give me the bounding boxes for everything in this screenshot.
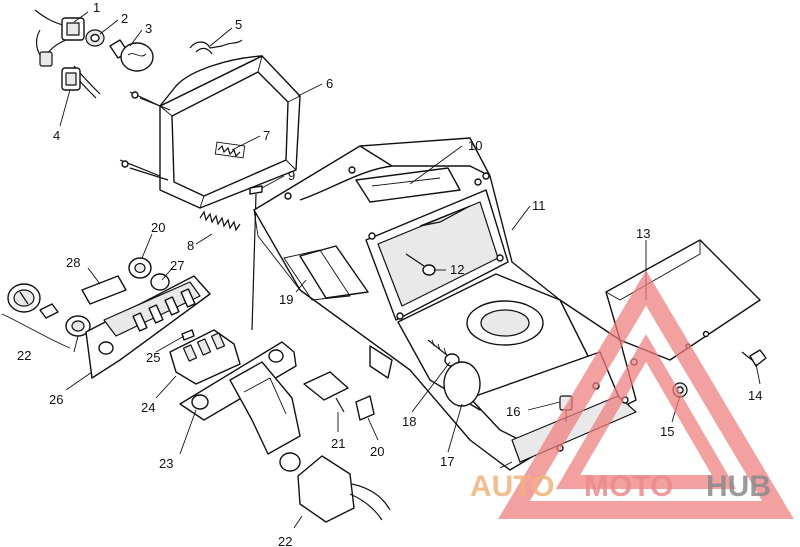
- lens-17: [443, 361, 481, 407]
- callout-2: 2: [121, 11, 128, 26]
- watermark-triangle-icon: [498, 270, 794, 519]
- callout-7: 7: [263, 128, 270, 143]
- headlight-housing-6: [119, 55, 301, 209]
- connector-4: [61, 67, 81, 91]
- bezel-26: [1, 275, 211, 379]
- callout-14: 14: [748, 388, 762, 403]
- dash-console-11: [253, 137, 638, 471]
- knob-20-lower: [355, 395, 375, 421]
- callout-3: 3: [145, 21, 152, 36]
- pin-25: [181, 329, 195, 341]
- knob-20-upper: [128, 257, 152, 279]
- callout-25: 25: [146, 350, 160, 365]
- spring-8: [199, 210, 241, 232]
- fastener-14: [741, 349, 767, 367]
- clip-5: [189, 39, 243, 55]
- switch-block-24: [169, 329, 241, 385]
- callout-26: 26: [49, 392, 63, 407]
- decal-28: [81, 275, 127, 305]
- watermark-text-auto: AUTO: [470, 470, 554, 503]
- callout-13: 13: [636, 226, 650, 241]
- callout-23: 23: [159, 456, 173, 471]
- watermark-logo: [498, 270, 794, 519]
- callout-11: 11: [532, 198, 546, 213]
- callout-20-lower: 20: [370, 444, 384, 459]
- callout-9: 9: [288, 168, 295, 183]
- bulb-3: [109, 39, 154, 72]
- screw-12: [405, 253, 436, 276]
- callout-22-upper: 22: [17, 348, 31, 363]
- key-switch-22: [7, 283, 91, 337]
- connector-22-lower: [279, 452, 391, 523]
- callout-24: 24: [141, 400, 155, 415]
- grommet-2: [85, 29, 105, 47]
- callout-17: 17: [440, 454, 454, 469]
- callout-1: 1: [93, 0, 100, 15]
- callout-18: 18: [402, 414, 416, 429]
- grommet-27: [150, 273, 170, 291]
- connector-1: [61, 17, 85, 41]
- callout-6: 6: [326, 76, 333, 91]
- callout-16: 16: [506, 404, 520, 419]
- switch-21: [303, 371, 349, 413]
- bracket-23: [179, 341, 301, 455]
- adjust-spring-7: [214, 141, 246, 159]
- callout-5: 5: [235, 17, 242, 32]
- callout-20-upper: 20: [151, 220, 165, 235]
- callout-22-lower: 22: [278, 534, 292, 547]
- callout-4: 4: [53, 128, 60, 143]
- callout-labels: 1 2 3 4 5 6 7 8 9 10 11 12 13 14 15 16 1…: [17, 0, 762, 547]
- callout-10: 10: [468, 138, 482, 153]
- callout-21: 21: [331, 436, 345, 451]
- callout-28: 28: [66, 255, 80, 270]
- watermark-inner-triangle-icon: [555, 334, 737, 489]
- decal-19: [283, 249, 351, 301]
- callout-27: 27: [170, 258, 184, 273]
- watermark-text-moto: MOTO: [584, 470, 673, 503]
- callout-15: 15: [660, 424, 674, 439]
- callout-12: 12: [450, 262, 464, 277]
- callout-8: 8: [187, 238, 194, 253]
- watermark-text: AUTO MOTO HUB: [470, 470, 771, 503]
- callout-19: 19: [279, 292, 293, 307]
- watermark-text-hub: HUB: [706, 470, 771, 503]
